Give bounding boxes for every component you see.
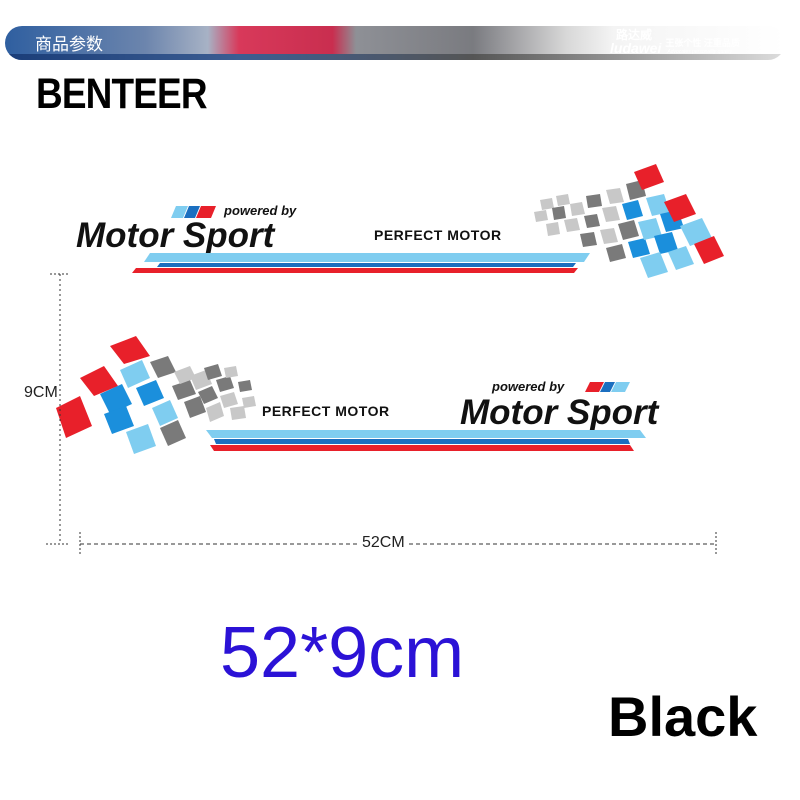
stripe-light-blue-2 bbox=[611, 382, 630, 392]
stripe-red-2 bbox=[585, 382, 604, 392]
height-dimension bbox=[46, 273, 70, 545]
brand-en: ludawei bbox=[610, 40, 662, 56]
checkered-flag-top bbox=[534, 164, 724, 278]
size-text: 52*9cm bbox=[220, 613, 465, 693]
powered-by-text-2: powered by bbox=[491, 379, 565, 394]
perfect-motor-text-2: PERFECT MOTOR bbox=[262, 403, 390, 419]
checkered-flag-bottom bbox=[56, 336, 256, 454]
long-stripe-red bbox=[132, 268, 578, 273]
stripe-blue bbox=[184, 206, 200, 218]
banner-title: 商品参数 bbox=[35, 35, 103, 54]
long-stripe-light-blue bbox=[144, 253, 590, 262]
top-banner: 商品参数 路达威 ludawei 王张个性 汪重品质 Advocates per… bbox=[5, 26, 785, 60]
brand-tagline: 王张个性 汪重品质 bbox=[665, 38, 740, 48]
motor-sport-text: Motor Sport bbox=[76, 216, 276, 255]
color-text: Black bbox=[608, 685, 758, 748]
powered-by-text: powered by bbox=[223, 203, 297, 218]
brand-small-text: Advocates personality quality bbox=[667, 49, 733, 55]
long-stripe-red-2 bbox=[210, 445, 634, 451]
banner-underline bbox=[5, 54, 785, 60]
decal-bottom: PERFECT MOTOR powered by Motor Sport bbox=[56, 336, 660, 454]
brand-cn: 路达威 bbox=[616, 28, 653, 42]
stripe-blue-2 bbox=[600, 382, 615, 392]
decal-top: powered by Motor Sport PERFECT MOTOR bbox=[76, 164, 724, 278]
width-label: 52CM bbox=[360, 534, 407, 552]
long-stripe-light-blue-2 bbox=[206, 430, 646, 438]
brand-name: BENTEER bbox=[36, 70, 208, 118]
stripe-light-blue bbox=[171, 206, 188, 218]
stripe-red bbox=[196, 206, 216, 218]
long-stripe-blue bbox=[157, 263, 576, 267]
motor-sport-text-2: Motor Sport bbox=[460, 393, 660, 432]
brand-logo: 路达威 ludawei 王张个性 汪重品质 Advocates personal… bbox=[610, 29, 775, 55]
height-label: 9CM bbox=[24, 384, 58, 402]
perfect-motor-text: PERFECT MOTOR bbox=[374, 227, 502, 243]
long-stripe-blue-2 bbox=[214, 439, 630, 444]
